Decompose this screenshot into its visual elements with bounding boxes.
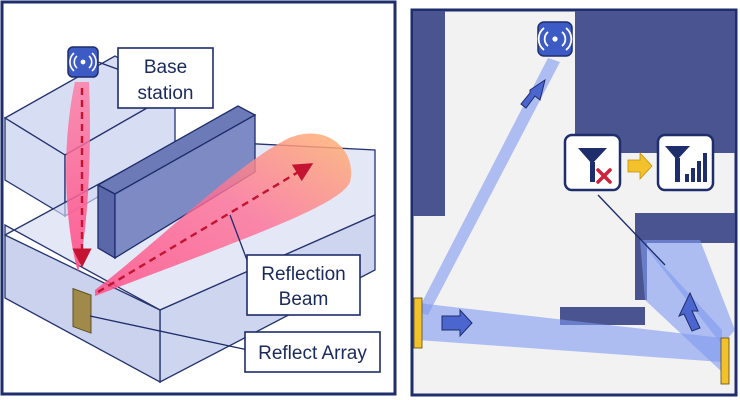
partition-wall <box>96 105 257 260</box>
label-reflect-array: Reflect Array <box>258 343 367 364</box>
reflector-left <box>413 297 423 349</box>
callout-reflection-beam: Reflection Beam <box>229 214 361 316</box>
transition-arrow-icon <box>627 151 653 181</box>
callout-base-station: Base station <box>97 47 214 109</box>
direction-arrow-right <box>441 308 473 338</box>
label-base-station-line2: station <box>138 83 194 104</box>
base-station-icon <box>67 46 99 78</box>
beam-segment-3 <box>640 240 722 372</box>
right-panel <box>410 8 738 397</box>
callout-pointer <box>597 194 666 266</box>
beam-segment-2 <box>418 303 722 362</box>
base-station-icon <box>537 21 573 57</box>
direction-arrows <box>441 78 701 338</box>
floorplan-walls <box>413 11 735 325</box>
reflect-array-panel <box>72 287 92 334</box>
direction-arrow-down-left <box>520 78 546 109</box>
reflection-beam-arrow <box>97 163 314 294</box>
full-signal-icon <box>656 133 715 192</box>
reflector-right <box>720 337 730 385</box>
beam-segment-4 <box>640 240 735 345</box>
label-reflection-beam-line2: Beam <box>279 289 329 310</box>
direction-arrow-up-left <box>677 291 701 332</box>
incident-beam <box>66 82 90 272</box>
reflection-beam-cone <box>95 133 352 296</box>
no-signal-icon <box>563 133 622 192</box>
label-reflection-beam-line1: Reflection <box>261 264 346 285</box>
label-base-station-line1: Base <box>144 57 187 78</box>
callout-reflect-array: Reflect Array <box>89 315 381 373</box>
signal-beams <box>417 58 735 372</box>
left-panel: Base station Reflection Beam Reflect Arr… <box>0 0 397 396</box>
beam-segment-1 <box>417 58 560 315</box>
